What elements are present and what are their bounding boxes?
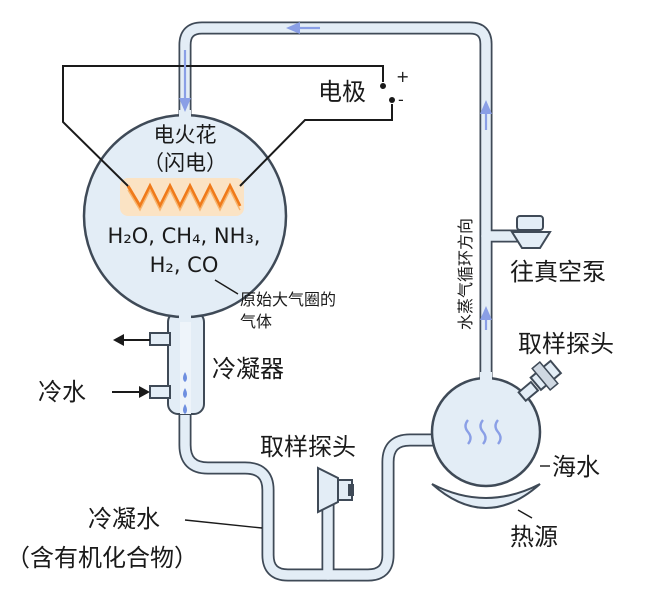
gas-formula-line2: H₂, CO bbox=[150, 253, 219, 277]
gas-formula-line1: H₂O, CH₄, NH₃, bbox=[108, 224, 261, 248]
arrow-left-icon bbox=[286, 22, 300, 34]
droplet-icon bbox=[183, 404, 187, 414]
droplet-icon bbox=[183, 372, 187, 382]
electrode-label: 电极 bbox=[318, 78, 366, 106]
terminal-plus-label: + bbox=[396, 67, 409, 86]
vacuum-pump-stopcock bbox=[510, 215, 552, 249]
arrow-down-icon bbox=[179, 98, 191, 112]
terminal-minus-icon bbox=[389, 97, 395, 103]
vapor-direction-label: 水蒸气循环方向 bbox=[456, 218, 475, 330]
vacuum-pump-label: 往真空泵 bbox=[510, 258, 606, 286]
sampling-probe-mid-label: 取样探头 bbox=[260, 433, 356, 461]
tubing bbox=[178, 21, 542, 582]
terminal-minus-label: - bbox=[398, 90, 404, 109]
cold-water-arrows bbox=[112, 334, 150, 398]
condenser-jacket bbox=[149, 311, 205, 415]
sampling-probe-right-label: 取样探头 bbox=[518, 330, 614, 358]
spark-label-sub: （闪电） bbox=[143, 151, 227, 175]
heat-source-dish bbox=[431, 483, 541, 509]
sampling-probe-mid-stopcock bbox=[317, 466, 354, 514]
arrow-up-icon bbox=[480, 306, 492, 320]
flow-arrows bbox=[179, 22, 492, 330]
condensate-label-sub: （含有机化合物） bbox=[6, 544, 198, 572]
electrode-wires bbox=[62, 65, 395, 187]
condensate-label: 冷凝水 bbox=[88, 505, 160, 533]
large-flask bbox=[82, 110, 288, 322]
arrow-right-icon bbox=[139, 386, 150, 398]
arrow-left-icon bbox=[113, 334, 124, 346]
arrow-up-icon bbox=[480, 100, 492, 114]
heat-source-label: 热源 bbox=[510, 523, 558, 551]
condenser-label: 冷凝器 bbox=[212, 355, 284, 383]
vapor-icon bbox=[494, 419, 502, 445]
atmosphere-label: 原始大气圈的 bbox=[240, 290, 336, 309]
sampling-probe-right-stopcock bbox=[529, 359, 563, 392]
droplet-icon bbox=[183, 388, 187, 398]
cold-water-label: 冷水 bbox=[38, 378, 86, 406]
seawater-label: 海水 bbox=[552, 453, 600, 481]
spark-label: 电火花 bbox=[154, 123, 217, 147]
terminal-plus-icon bbox=[380, 83, 386, 89]
atmosphere-label-sub: 气体 bbox=[240, 312, 272, 331]
small-flask bbox=[430, 372, 542, 488]
vapor-icon bbox=[464, 419, 472, 445]
spark-icon bbox=[126, 182, 242, 210]
leader-lines bbox=[184, 279, 550, 529]
vapor-icon bbox=[479, 419, 487, 445]
